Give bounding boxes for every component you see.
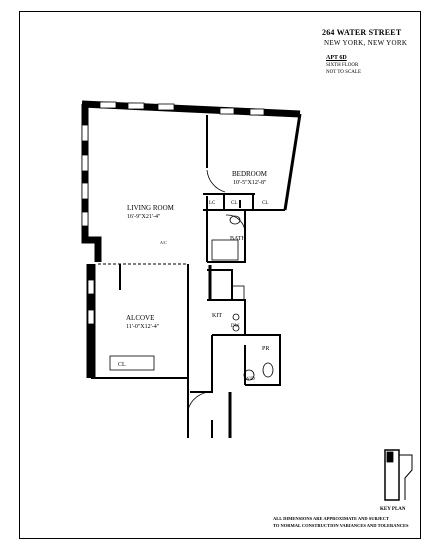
dishwasher-label: DW — [231, 324, 240, 329]
sheet-border — [19, 11, 421, 539]
address-line-2: NEW YORK, NEW YORK — [324, 39, 408, 47]
interior-walls — [98, 115, 285, 438]
address-line-1: 264 WATER STREET — [322, 28, 402, 37]
fixtures — [109, 169, 413, 501]
key-plan-label: KEY PLAN — [380, 507, 406, 512]
key-plan-drawing — [384, 449, 413, 501]
disclaimer-line-1: ALL DIMENSIONS ARE APPROXIMATE AND SUBJE… — [273, 516, 390, 521]
linen-closet-label: LC — [209, 201, 216, 206]
apartment-number: APT 6D — [326, 55, 347, 61]
bedroom-name: BEDROOM — [232, 170, 268, 178]
windows-top — [99, 101, 265, 116]
alcove-closet-label: CL — [118, 362, 126, 368]
living-room-name: LIVING ROOM — [127, 204, 175, 212]
exterior-walls — [81, 100, 302, 438]
washer-dryer-label: W/D — [245, 377, 255, 382]
bath-label: BATH — [230, 236, 246, 242]
disclaimer-line-2: TO NORMAL CONSTRUCTION VARIANCES AND TOL… — [273, 523, 409, 528]
ac-label: A/C — [160, 240, 167, 245]
floor-label: SIXTH FLOOR — [326, 63, 359, 68]
windows-left — [81, 124, 95, 325]
bedroom-closet-2-label: CL — [262, 201, 268, 206]
powder-room-label: PR — [262, 346, 269, 352]
bedroom-size: 10'-5"X12'-8" — [233, 180, 267, 186]
bedroom-closet-label: CL — [231, 201, 237, 206]
living-room-size: 16'-9"X21'-4" — [127, 214, 161, 220]
kitchen-label: KIT — [212, 313, 222, 319]
plan-labels: BEDROOM 10'-5"X12'-8" LIVING ROOM 16'-9"… — [118, 170, 406, 512]
alcove-size: 11'-0"X12'-4" — [126, 324, 160, 330]
scale-note: NOT TO SCALE — [326, 70, 362, 75]
alcove-name: ALCOVE — [126, 314, 154, 322]
